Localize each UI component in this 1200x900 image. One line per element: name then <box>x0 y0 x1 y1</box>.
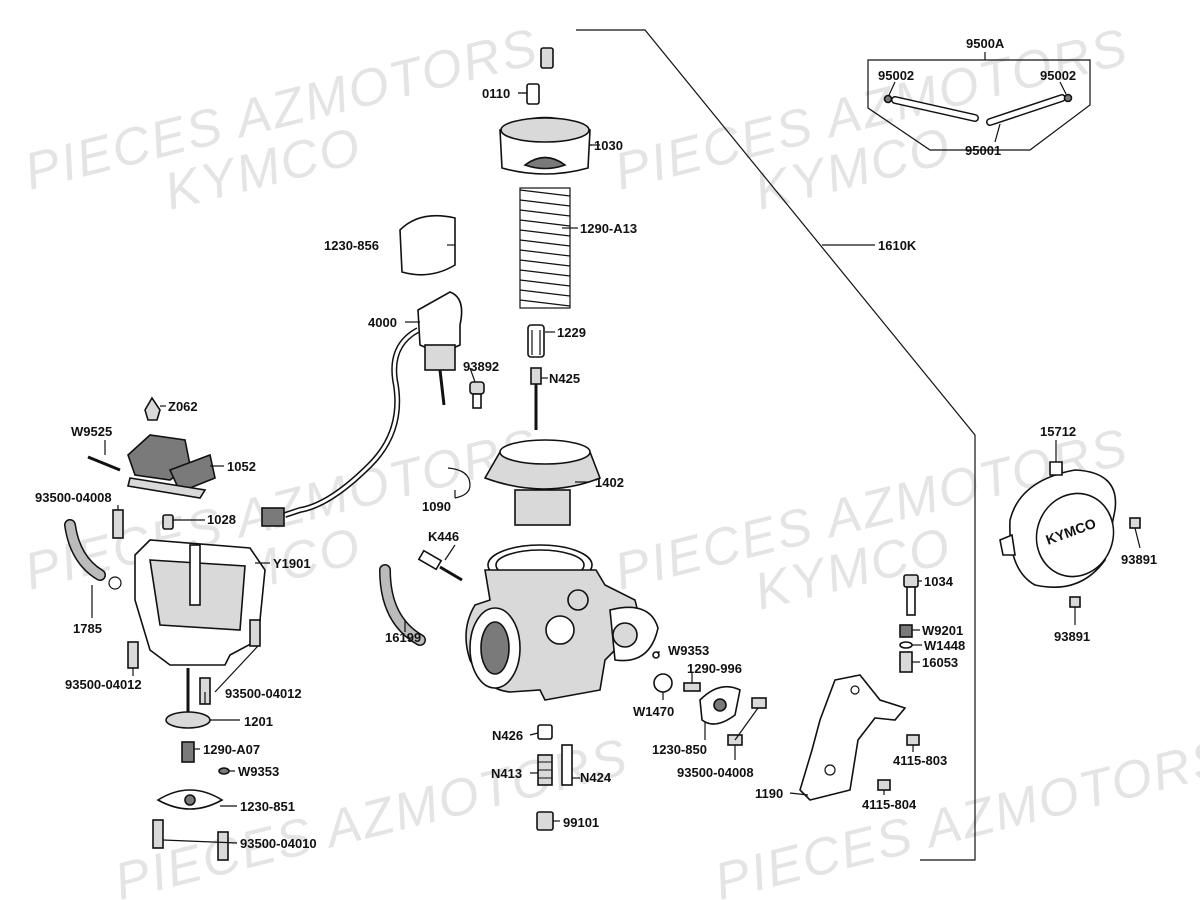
label-93891-right: 93891 <box>1121 552 1157 567</box>
label-n425: N425 <box>549 371 580 386</box>
label-95002-right: 95002 <box>1040 68 1076 83</box>
label-1190: 1190 <box>755 786 783 801</box>
label-1230-851: 1230-851 <box>240 799 295 814</box>
part-labels: 0110 1030 1290-A13 1229 N425 93892 1230-… <box>35 36 1157 851</box>
label-93500-04012-left: 93500-04012 <box>65 677 142 692</box>
label-w1448: W1448 <box>924 638 965 653</box>
cap-assembly <box>499 47 592 175</box>
label-1402: 1402 <box>595 475 624 490</box>
label-93891-bottom: 93891 <box>1054 629 1090 644</box>
label-16053: 16053 <box>922 655 958 670</box>
label-y1901: Y1901 <box>273 556 311 571</box>
label-n426: N426 <box>492 728 523 743</box>
label-15712: 15712 <box>1040 424 1076 439</box>
label-w9353-left: W9353 <box>238 764 279 779</box>
throttle-spring <box>519 187 571 309</box>
label-93500-04008-left: 93500-04008 <box>35 490 112 505</box>
label-1030: 1030 <box>594 138 623 153</box>
jet-stack <box>536 724 573 831</box>
vacuum-piston <box>447 439 602 526</box>
idle-screw <box>417 549 463 582</box>
label-1052: 1052 <box>227 459 256 474</box>
label-1290-996: 1290-996 <box>687 661 742 676</box>
label-z062: Z062 <box>168 399 198 414</box>
needle-assembly <box>527 324 545 430</box>
cap-15712: KYMCO <box>999 461 1141 608</box>
hose-1785 <box>64 519 122 590</box>
label-1034: 1034 <box>924 574 954 589</box>
hose-16199 <box>379 564 426 646</box>
label-1229: 1229 <box>557 325 586 340</box>
label-93892: 93892 <box>463 359 499 374</box>
float-1052 <box>87 396 216 499</box>
label-95001: 95001 <box>965 143 1001 158</box>
label-n424: N424 <box>580 770 612 785</box>
label-1290-a07: 1290-A07 <box>203 742 260 757</box>
leader-lines <box>91 92 1141 844</box>
label-93500-04008-right: 93500-04008 <box>677 765 754 780</box>
label-k446: K446 <box>428 529 459 544</box>
auto-choke <box>261 214 463 527</box>
label-1230-856: 1230-856 <box>324 238 379 253</box>
hose-kit-9500a <box>867 52 1091 151</box>
label-93500-04010: 93500-04010 <box>240 836 317 851</box>
label-4115-804: 4115-804 <box>862 797 917 812</box>
carburetor-body <box>465 544 659 701</box>
label-1290-a13: 1290-A13 <box>580 221 637 236</box>
label-w9525: W9525 <box>71 424 112 439</box>
label-93500-04012-right: 93500-04012 <box>225 686 302 701</box>
label-1610k: 1610K <box>878 238 917 253</box>
float-bowl <box>112 509 266 666</box>
label-4000: 4000 <box>368 315 397 330</box>
label-1785: 1785 <box>73 621 102 636</box>
kit-bracket-1610k <box>576 29 976 861</box>
label-95002-left: 95002 <box>878 68 914 83</box>
label-1090: 1090 <box>422 499 451 514</box>
label-4115-803: 4115-803 <box>893 753 947 768</box>
bracket-1190 <box>799 674 920 801</box>
label-9500a: 9500A <box>966 36 1005 51</box>
diaphragm-1201 <box>152 668 230 861</box>
label-1230-850: 1230-850 <box>652 742 707 757</box>
label-w9353-right: W9353 <box>668 643 709 658</box>
label-w9201: W9201 <box>922 623 963 638</box>
label-w1470: W1470 <box>633 704 674 719</box>
label-1028: 1028 <box>207 512 236 527</box>
label-1201: 1201 <box>244 714 273 729</box>
watermark-text: PIECES AZMOTORS <box>709 728 1200 900</box>
label-0110: 0110 <box>482 86 510 101</box>
screw-93892 <box>469 381 485 409</box>
label-99101: 99101 <box>563 815 599 830</box>
screw-stack-1034 <box>899 574 919 673</box>
label-n413: N413 <box>491 766 522 781</box>
label-16199: 16199 <box>385 630 421 645</box>
